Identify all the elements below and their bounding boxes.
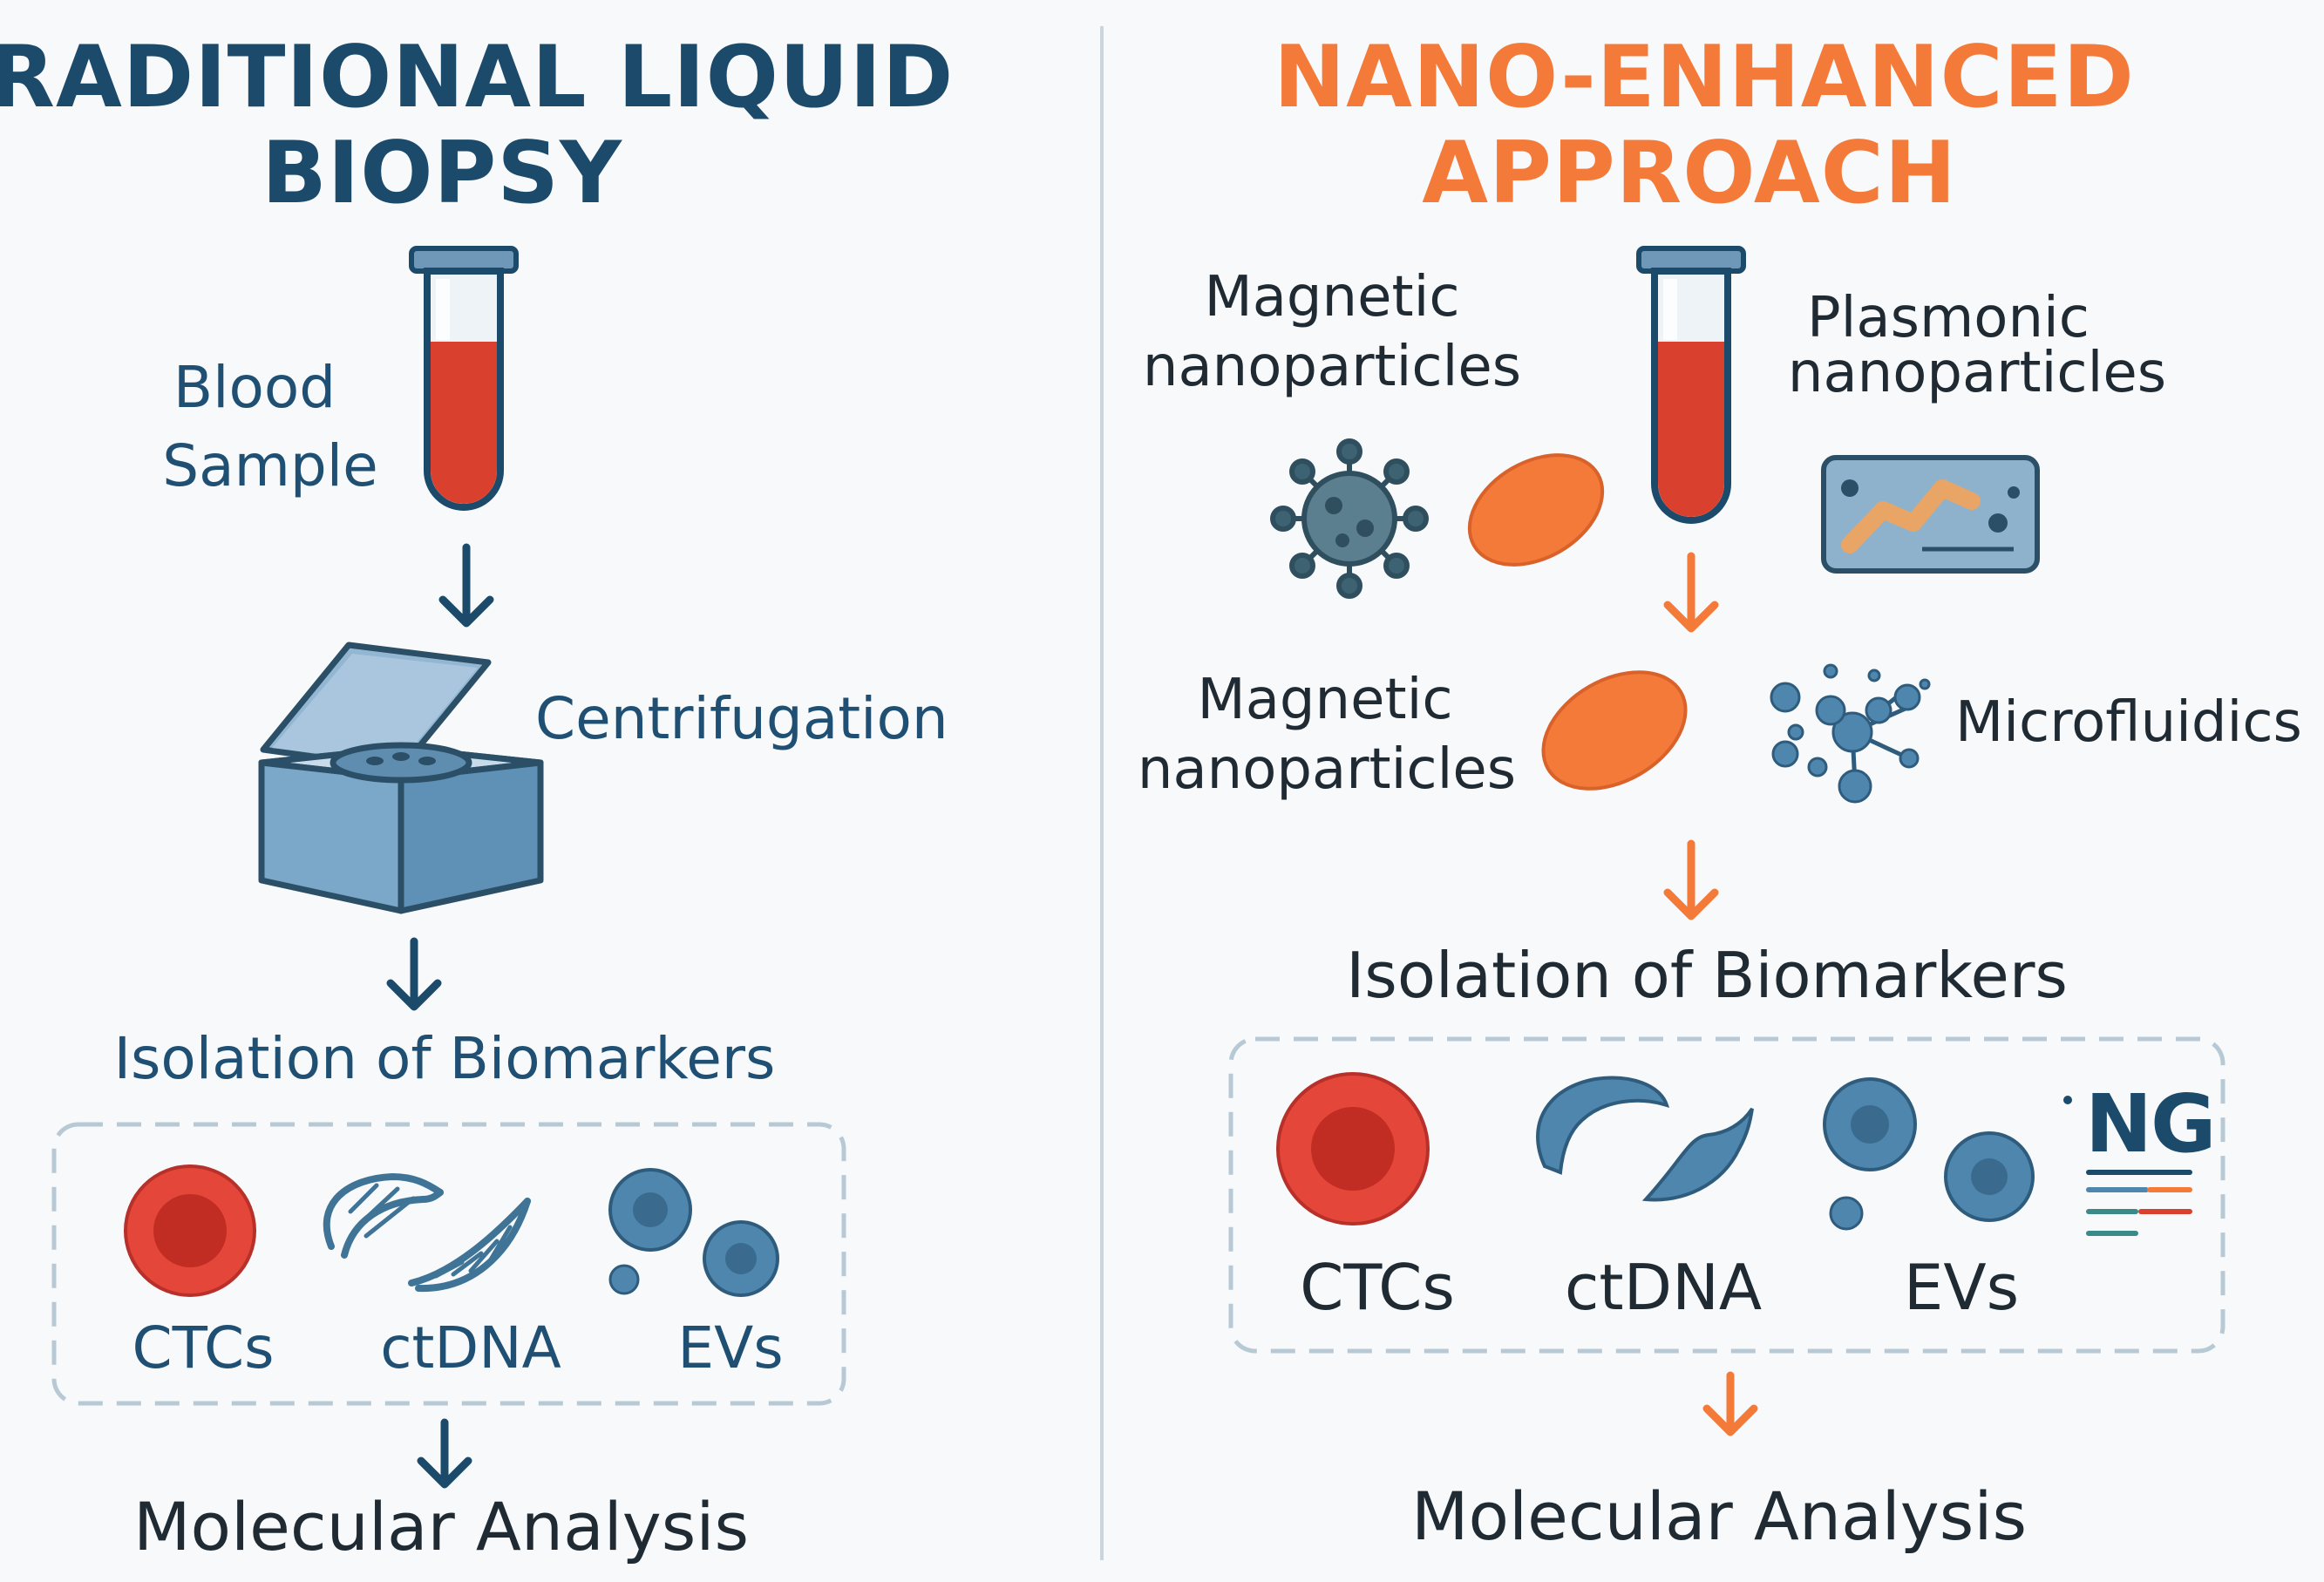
magnetic-top-label-line1: Magnetic [1204,265,1460,329]
left-ctcs-label: CTCs [132,1314,275,1382]
left-title-line2: BIOPSY [262,124,622,223]
right-ctdna-label: ctDNA [1564,1251,1763,1324]
ev-particles-icon [1823,1077,2035,1231]
left-analysis-label: Molecular Analysis [133,1488,750,1565]
flow-arrow [386,937,442,1011]
ctdna-icon [323,1172,531,1293]
left-title-line1: TRADITIONAL LIQUID [0,28,955,127]
ctdna-icon [1536,1076,1754,1202]
left-evs-label: EVs [677,1314,784,1382]
flow-arrow [438,543,494,628]
right-analysis-label: Molecular Analysis [1410,1477,2028,1555]
right-evs-label: EVs [1903,1251,2020,1324]
blood-sample-label-line2: Sample [162,432,378,499]
right-isolation-label: Isolation of Biomarkers [1346,939,2068,1012]
left-isolation-label: Isolation of Biomarkers [113,1025,776,1092]
ctc-cell-icon [1276,1072,1430,1226]
biomarker-box [51,1122,846,1406]
centrifugation-label: Centrifugation [535,685,948,752]
ngs-sequencing-icon [2063,1096,2192,1236]
ev-particles-icon [608,1168,779,1297]
plasmonic-label-line1: Plasmonic [1807,286,2090,350]
magnetic-top-label-line2: nanoparticles [1142,335,1522,399]
plasmonic-label-line2: nanoparticles [1787,341,2167,405]
blood-tube-icon [409,246,519,511]
ctc-cell-icon [124,1164,256,1297]
microfluidics-label: Microfluidics [1955,690,2302,755]
orange-nanoparticle-icon [1541,670,1688,791]
magnetic-mid-label-line1: Magnetic [1197,668,1453,732]
flow-arrow [1663,839,1719,920]
flow-arrow [1702,1371,1758,1436]
magnetic-mid-label-line2: nanoparticles [1137,737,1517,802]
ngs-mark-label: NG [2085,1077,2217,1171]
centrifuge-icon [258,642,544,914]
microfluidics-icon [1770,663,1931,804]
orange-nanoparticle-icon [1467,453,1605,567]
blood-tube-icon [1636,246,1746,524]
biomarker-box [1228,1036,2225,1354]
flow-arrow [1663,552,1719,633]
blood-sample-label-line1: Blood [173,354,336,421]
right-title-line1: NANO-ENHANCED [1274,28,2135,127]
flow-arrow [417,1418,472,1489]
magnetic-nanoparticle-icon [1270,438,1429,599]
plasmonic-chip-icon [1821,455,2040,574]
left-ctdna-label: ctDNA [380,1314,561,1382]
right-title-line2: APPROACH [1422,124,1957,223]
right-ctcs-label: CTCs [1300,1251,1455,1324]
